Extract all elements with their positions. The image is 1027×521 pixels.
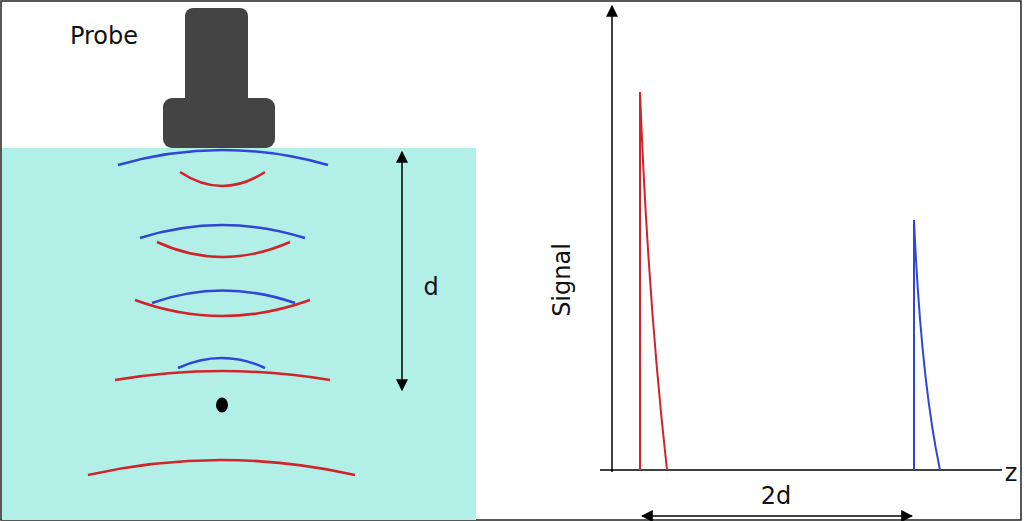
water-medium — [2, 148, 476, 520]
depth-arrow — [401, 152, 403, 390]
probe-label: Probe — [70, 24, 138, 48]
y-axis — [611, 6, 613, 472]
axis-label: z — [1005, 461, 1018, 485]
probe — [163, 8, 275, 148]
echo-spike-2 — [914, 220, 940, 470]
x-axis — [600, 469, 1002, 471]
echo-waves — [88, 172, 355, 475]
axis-label: Signal — [550, 243, 574, 317]
emitted-waves — [118, 150, 328, 368]
dimension-label: 2d — [761, 484, 792, 508]
dimension-label: d — [423, 275, 438, 299]
scatterer-dot — [216, 398, 228, 413]
echo-spike-1 — [640, 92, 667, 470]
distance-arrow — [642, 515, 912, 517]
